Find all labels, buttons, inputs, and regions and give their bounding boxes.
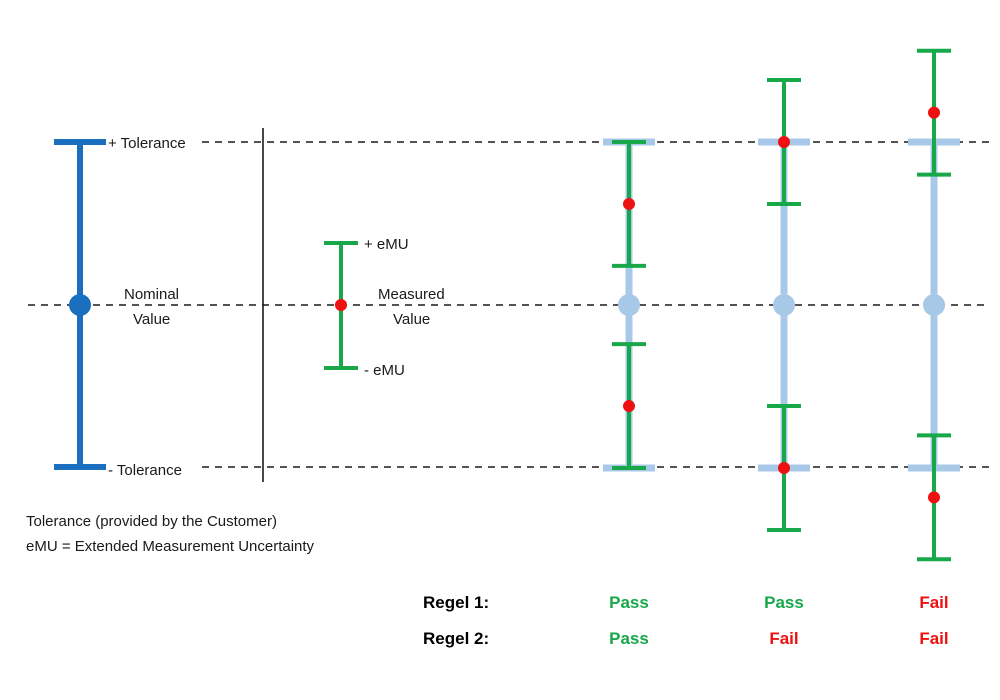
rule-1-case-3-result: Fail xyxy=(919,593,948,612)
tolerance-note: Tolerance (provided by the Customer) xyxy=(26,513,277,530)
plus-tolerance-label: + Tolerance xyxy=(108,135,186,152)
cases-group xyxy=(603,48,960,562)
case-3-measured-point-1 xyxy=(928,106,940,119)
rule-2-label: Regel 2: xyxy=(423,629,489,648)
plus-emu-label: + eMU xyxy=(364,236,409,253)
measured-label-line1: Measured xyxy=(378,286,445,303)
emu-bar xyxy=(324,241,358,370)
minus-tolerance-label: - Tolerance xyxy=(108,462,182,479)
case-3-nominal-point xyxy=(923,294,945,316)
nominal-label-line1: Nominal xyxy=(124,286,179,303)
rule-2-case-3-result: Fail xyxy=(919,629,948,648)
tolerance-bar xyxy=(54,139,106,470)
case-2-nominal-point xyxy=(773,294,795,316)
minus-emu-label: - eMU xyxy=(364,362,405,379)
rule-1-case-2-result: Pass xyxy=(764,593,804,612)
rule-1-case-1-result: Pass xyxy=(609,593,649,612)
rule-2-case-2-result: Fail xyxy=(769,629,798,648)
case-2-measured-point-1 xyxy=(778,136,790,148)
rule-1-label: Regel 1: xyxy=(423,593,489,612)
measured-label-line2: Value xyxy=(393,311,430,328)
case-1-nominal-point xyxy=(618,294,640,316)
nominal-label-line2: Value xyxy=(133,311,170,328)
case-3-measured-point-2 xyxy=(928,491,940,504)
rule-2-case-1-result: Pass xyxy=(609,629,649,648)
measured-point xyxy=(335,299,347,311)
case-1-measured-point-1 xyxy=(623,197,635,210)
nominal-point xyxy=(69,294,91,316)
emu-note: eMU = Extended Measurement Uncertainty xyxy=(26,538,315,555)
case-2-measured-point-2 xyxy=(778,462,790,474)
case-1-measured-point-2 xyxy=(623,400,635,413)
